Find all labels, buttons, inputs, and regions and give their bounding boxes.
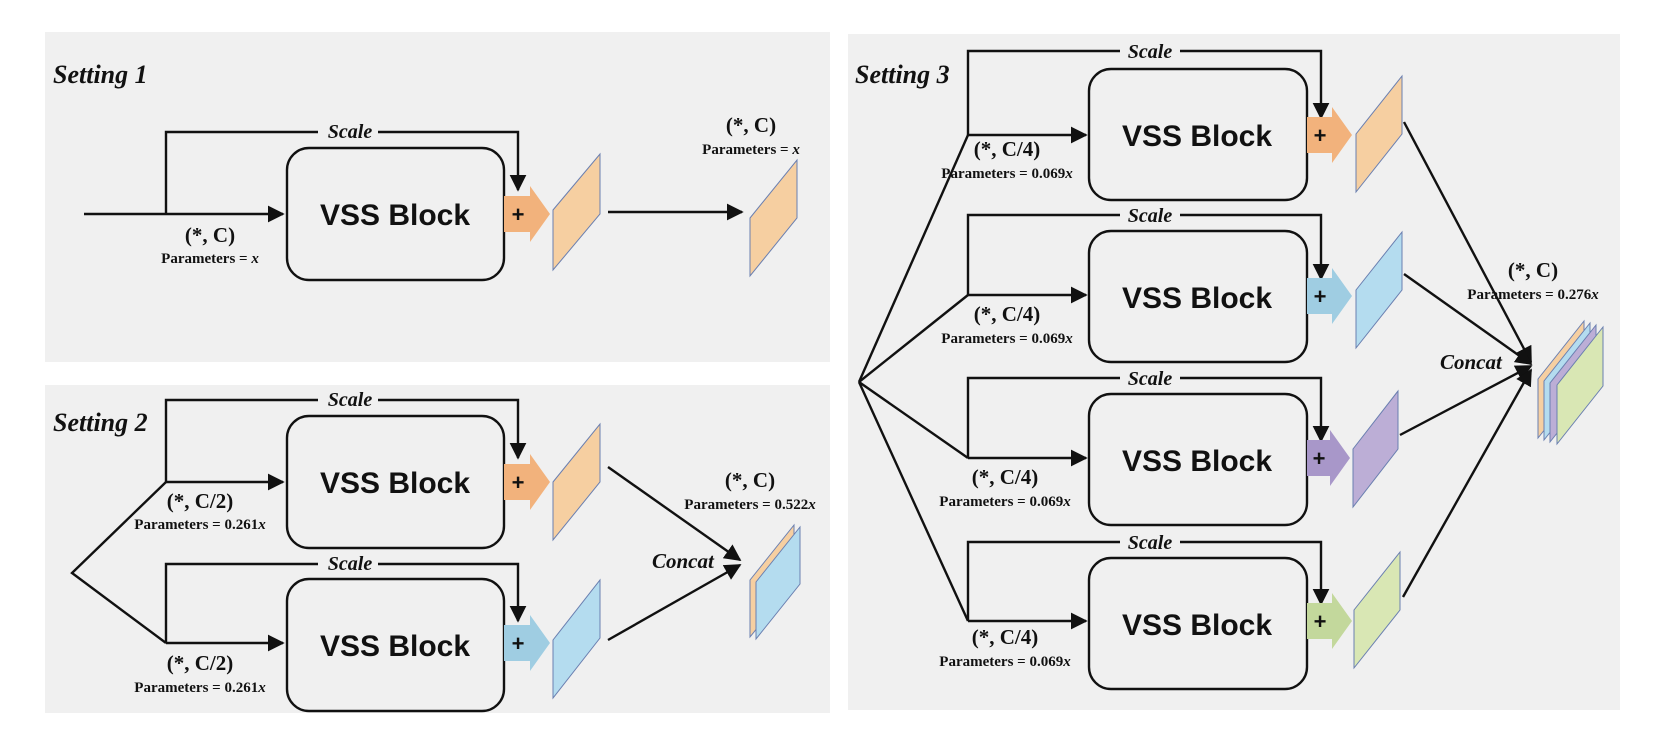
fanout-line-1 — [857, 134, 970, 383]
vss-block-label: VSS Block — [1122, 282, 1272, 315]
branch-shape-label: (*, C/2) — [167, 651, 234, 675]
concat-arrow-top — [607, 466, 742, 561]
plus-sign: + — [1314, 123, 1327, 148]
branch-params-label: Parameters = 0.069x — [939, 494, 1071, 510]
branch-params-label: Parameters = 0.069x — [941, 166, 1073, 182]
scale-label-bg — [1120, 531, 1180, 553]
scale-label: Scale — [1128, 368, 1173, 390]
branch-shape-label: (*, C/4) — [972, 625, 1039, 649]
branch-params-label: Parameters = 0.261x — [134, 680, 266, 696]
add-arrow-icon — [1307, 107, 1352, 163]
feature-map — [1352, 389, 1399, 509]
concat-arrow-3 — [1399, 364, 1533, 437]
vss-block-label: VSS Block — [320, 199, 470, 232]
setting-3-branch-2: Scale VSS Block + (*, C/4) Parameters = … — [941, 204, 1403, 364]
scale-label-bg — [1120, 40, 1180, 62]
setting-2-branch-1: Scale VSS Block + (*, C/2) Parameters = … — [134, 388, 601, 550]
output-shape-label: (*, C) — [726, 113, 776, 137]
branch-shape-label: (*, C/4) — [974, 137, 1041, 161]
fanout-line-2 — [858, 294, 969, 383]
vss-block-label: VSS Block — [1122, 609, 1272, 642]
setting-3-branch-4: Scale VSS Block + (*, C/4) Parameters = … — [939, 531, 1401, 691]
scale-label-bg — [1120, 367, 1180, 389]
scale-label: Scale — [328, 121, 373, 143]
output-params-label: Parameters = x — [702, 142, 800, 158]
plus-sign: + — [512, 631, 525, 656]
plus-sign: + — [1314, 284, 1327, 309]
feature-map — [1355, 230, 1403, 350]
scale-label-bg — [318, 552, 378, 574]
vss-block-label: VSS Block — [320, 467, 470, 500]
setting-2-panel: Setting 2 Scale VSS Block + (*, C/2) Par… — [45, 385, 830, 713]
branch-params-label: Parameters = 0.069x — [941, 331, 1073, 347]
plus-sign: + — [512, 202, 525, 227]
output-feature-map-blue — [755, 525, 801, 641]
add-arrow-icon — [504, 186, 550, 242]
concat-arrow-4 — [1401, 368, 1533, 598]
add-arrow-icon — [504, 615, 550, 671]
branch-shape-label: (*, C/2) — [167, 489, 234, 513]
output-feature-map — [749, 158, 798, 278]
concat-arrow-bottom — [607, 563, 742, 642]
scale-label-bg — [318, 388, 378, 410]
scale-label: Scale — [1128, 41, 1173, 63]
concat-arrow-2 — [1403, 273, 1533, 365]
branch-shape-label: (*, C/4) — [972, 465, 1039, 489]
fanout-line-3 — [858, 381, 969, 459]
setting-3-branch-1: Scale VSS Block + (*, C/4) Parameters = … — [941, 40, 1403, 202]
setting-3-branch-3: Scale VSS Block + (*, C/4) Parameters = … — [939, 367, 1399, 527]
feature-map — [1355, 74, 1403, 194]
setting-1-panel: Setting 1 Scale VSS Block + (*, C) Param… — [45, 32, 830, 362]
add-arrow-icon — [1307, 430, 1350, 486]
output-params-label: Parameters = 0.276x — [1467, 287, 1599, 303]
setting-3-title: Setting 3 — [855, 60, 950, 89]
setting-2-title: Setting 2 — [53, 408, 148, 437]
setting-1-title: Setting 1 — [53, 60, 148, 89]
input-shape-label: (*, C) — [185, 223, 235, 247]
concat-label: Concat — [652, 549, 715, 573]
branch-params-label: Parameters = 0.069x — [939, 654, 1071, 670]
feature-map — [552, 422, 601, 542]
add-arrow-icon — [504, 454, 550, 510]
scale-label-bg — [318, 120, 378, 142]
scale-label-bg — [1120, 204, 1180, 226]
concat-arrow-1 — [1402, 121, 1533, 364]
plus-sign: + — [1314, 609, 1327, 634]
add-arrow-icon — [1307, 268, 1352, 324]
scale-label: Scale — [328, 389, 373, 411]
scale-label: Scale — [1128, 205, 1173, 227]
plus-sign: + — [1313, 446, 1326, 471]
vss-block-label: VSS Block — [1122, 120, 1272, 153]
vss-block-label: VSS Block — [1122, 445, 1272, 478]
setting-3-panel: Setting 3 Scale VSS Block + (*, C/4) Par… — [848, 34, 1620, 710]
split-lines — [70, 481, 167, 644]
feature-map — [552, 152, 601, 272]
add-arrow-icon — [1307, 593, 1352, 649]
plus-sign: + — [512, 470, 525, 495]
feature-map — [552, 578, 601, 700]
output-feature-map-green — [1556, 325, 1604, 446]
output-shape-label: (*, C) — [1508, 258, 1558, 282]
vss-block-label: VSS Block — [320, 630, 470, 663]
feature-map — [1353, 550, 1401, 670]
concat-label: Concat — [1440, 350, 1503, 374]
branch-params-label: Parameters = 0.261x — [134, 517, 266, 533]
fanout-line-4 — [857, 381, 970, 622]
setting-2-branch-2: Scale VSS Block + (*, C/2) Parameters = … — [134, 552, 601, 713]
branch-shape-label: (*, C/4) — [974, 302, 1041, 326]
output-shape-label: (*, C) — [725, 468, 775, 492]
scale-label: Scale — [328, 553, 373, 575]
input-params-label: Parameters = x — [161, 251, 259, 267]
scale-label: Scale — [1128, 532, 1173, 554]
output-params-label: Parameters = 0.522x — [684, 497, 816, 513]
